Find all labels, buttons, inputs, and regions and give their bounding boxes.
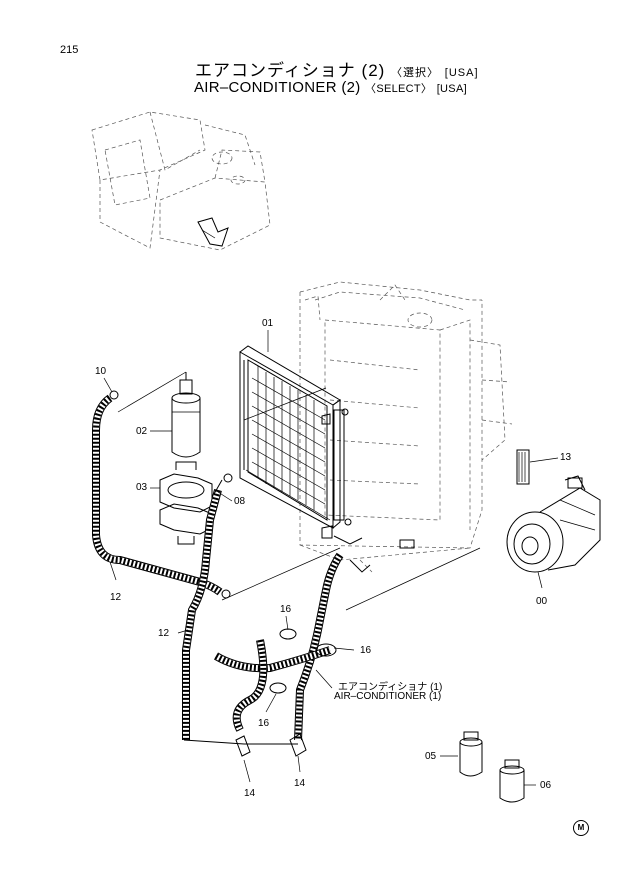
callout-01: 01 bbox=[262, 318, 274, 329]
callout-16-top: 16 bbox=[280, 604, 292, 615]
callout-14-left: 14 bbox=[244, 788, 256, 799]
compressor bbox=[506, 475, 601, 573]
callout-14-right: 14 bbox=[294, 778, 306, 789]
callout-16-bottom: 16 bbox=[258, 718, 270, 729]
excavator-overview bbox=[91, 111, 271, 251]
callout-12-left: 12 bbox=[110, 592, 122, 603]
radiator-engine-assembly bbox=[299, 281, 513, 573]
title-jp-select: 〈選択〉 bbox=[391, 67, 440, 79]
leader-lines bbox=[103, 330, 559, 786]
callout-00: 00 bbox=[536, 596, 548, 607]
condenser bbox=[239, 345, 363, 545]
page-number: 215 bbox=[60, 44, 79, 56]
callout-16-right: 16 bbox=[360, 645, 372, 656]
title-jp-main: エアコンディショナ (2) bbox=[195, 61, 386, 80]
title-jp: エアコンディショナ (2) 〈選択〉 [USA] bbox=[195, 56, 479, 81]
title-en: AIR–CONDITIONER (2) 〈SELECT〉 [USA] bbox=[194, 79, 467, 96]
hose-assembly bbox=[92, 390, 371, 757]
insulation-strip bbox=[516, 449, 530, 485]
reference-en: AIR–CONDITIONER (1) bbox=[334, 691, 442, 702]
title-en-region: [USA] bbox=[436, 83, 467, 95]
callout-05: 05 bbox=[425, 751, 437, 762]
manufacturer-mark: M bbox=[573, 820, 589, 836]
callout-06: 06 bbox=[540, 780, 552, 791]
dryer-bracket bbox=[159, 461, 213, 545]
callout-03: 03 bbox=[136, 482, 148, 493]
receiver-dryer bbox=[171, 372, 201, 458]
reference-jp: エアコンディショナ (1) bbox=[338, 682, 443, 693]
callout-08: 08 bbox=[234, 496, 246, 507]
callout-13: 13 bbox=[560, 452, 572, 463]
callout-02: 02 bbox=[136, 426, 148, 437]
title-en-select: 〈SELECT〉 bbox=[365, 83, 433, 95]
refrigerant-bottles bbox=[459, 731, 525, 803]
title-en-main: AIR–CONDITIONER (2) bbox=[194, 79, 361, 96]
callout-12-center: 12 bbox=[158, 628, 170, 639]
callout-10: 10 bbox=[95, 366, 107, 377]
title-jp-region: [USA] bbox=[444, 67, 479, 79]
